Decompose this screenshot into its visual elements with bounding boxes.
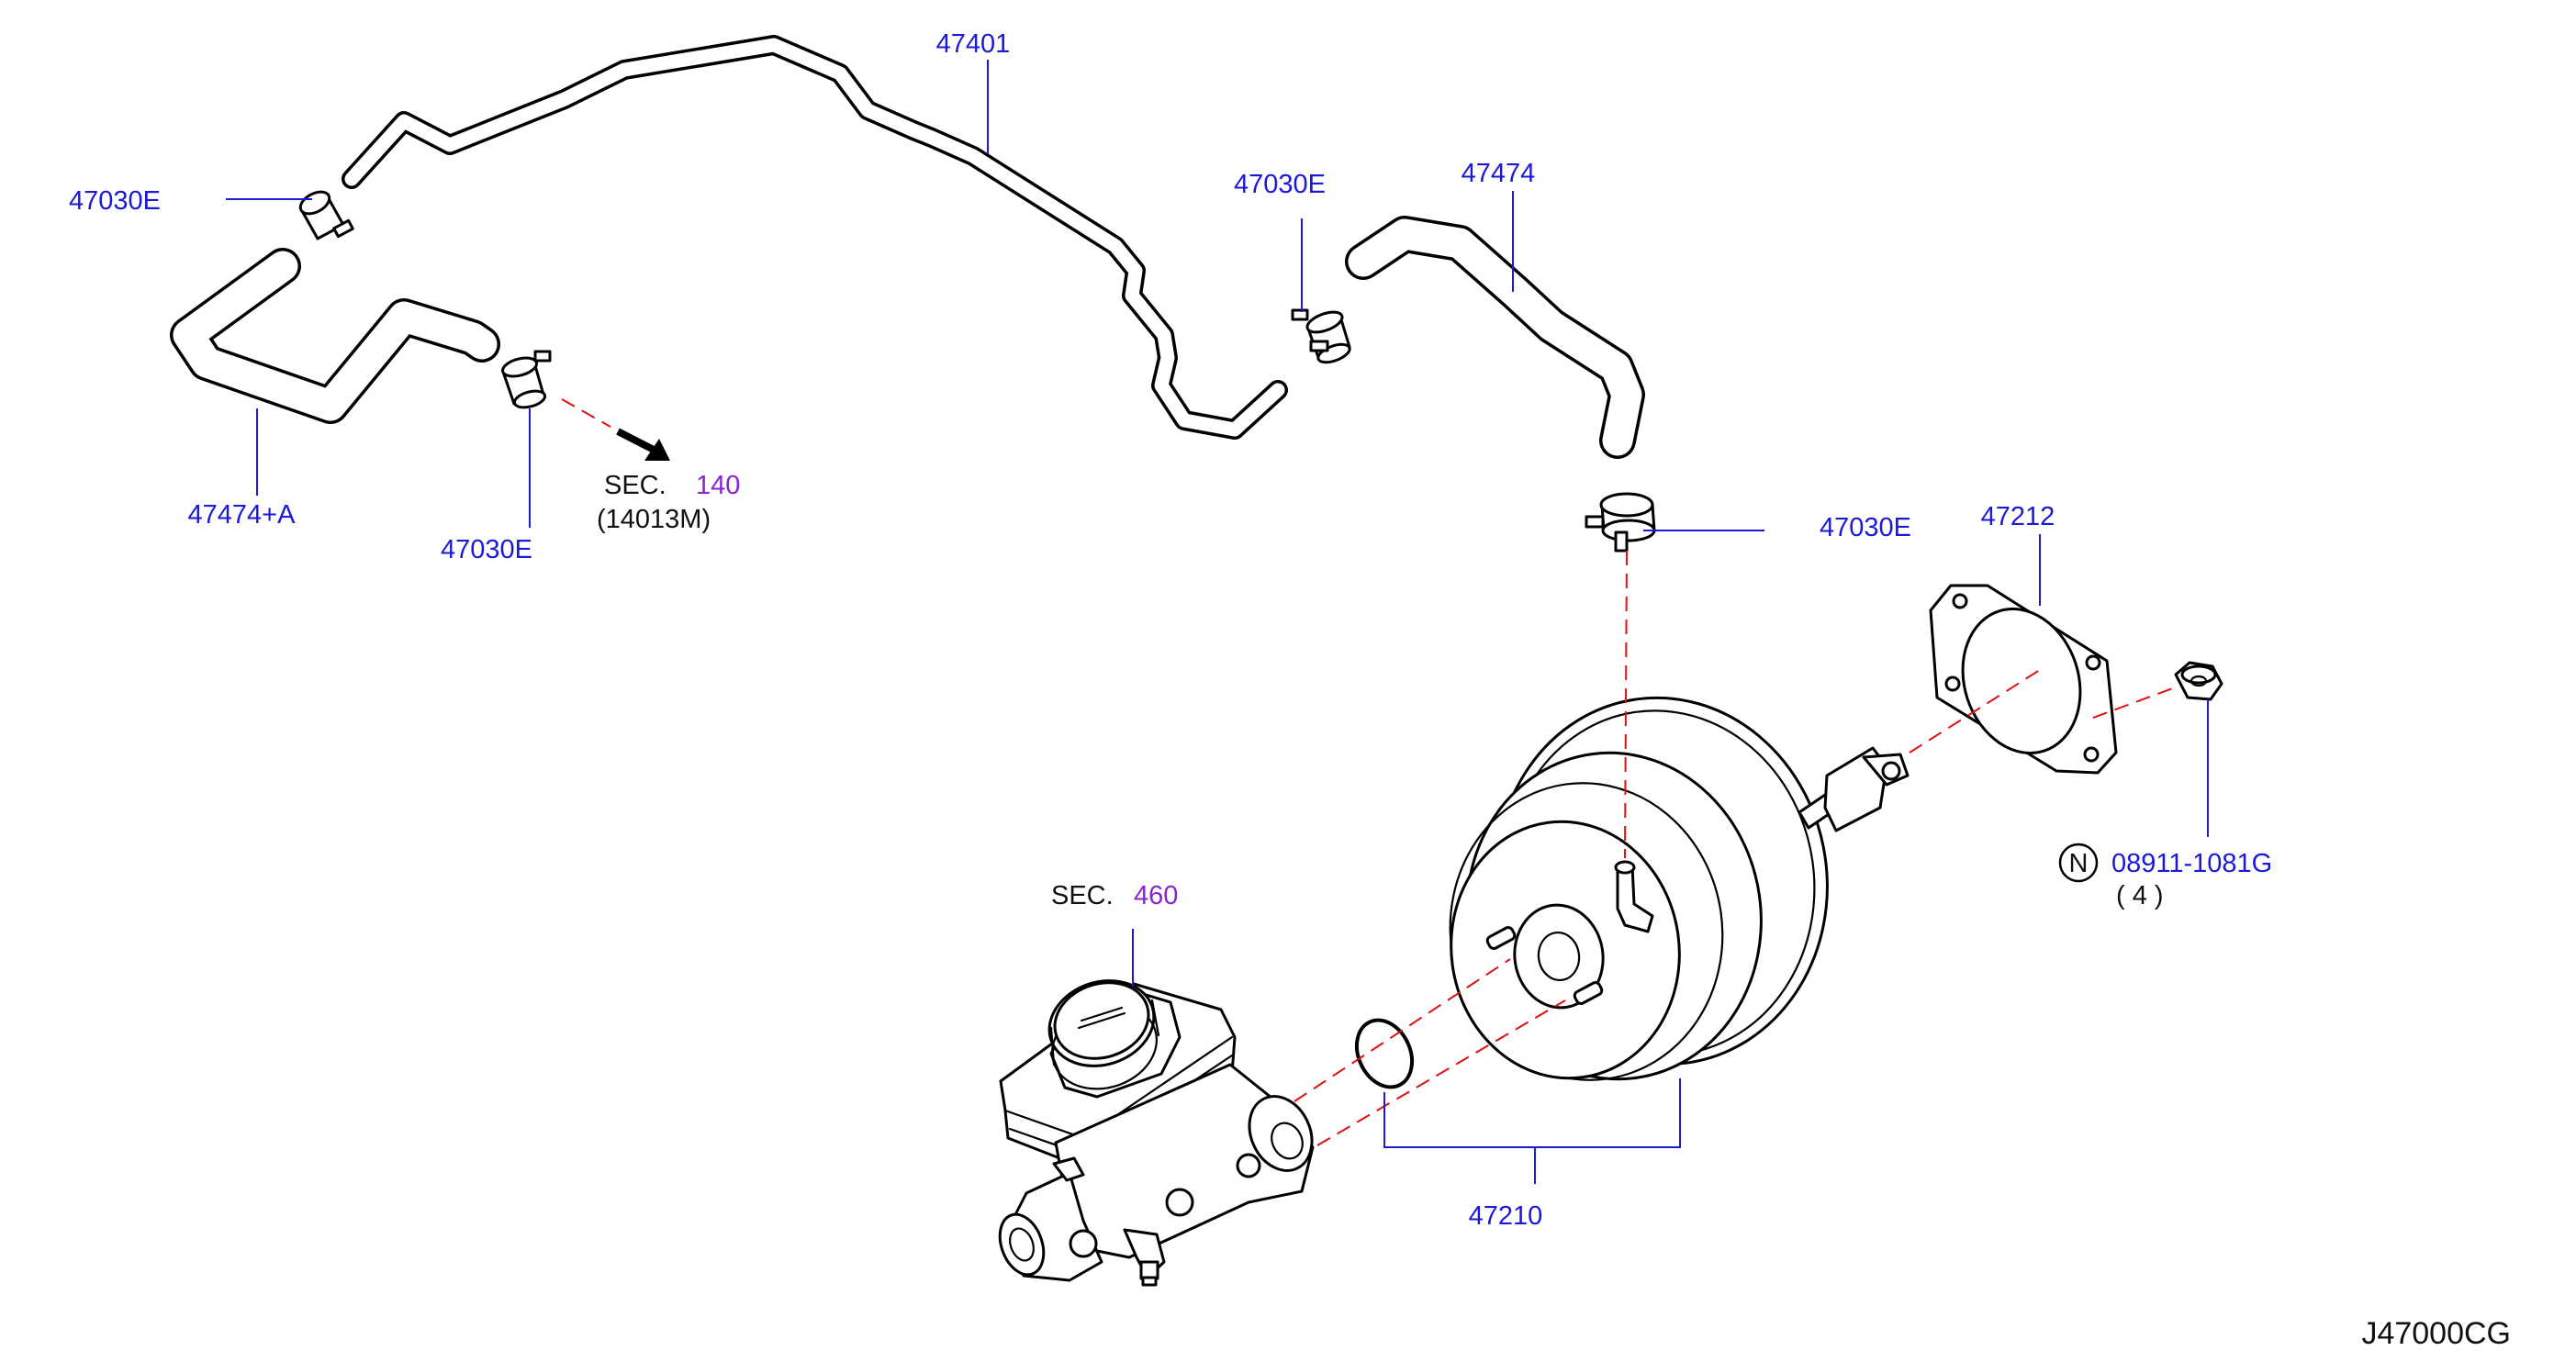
label-47210: 47210 [1469,1201,1543,1231]
label-47030e-top-left: 47030E [69,186,161,216]
assembly-dashed-lines [561,398,2178,1146]
label-47474-plus-a: 47474+A [188,500,297,530]
vacuum-hose-47401 [342,35,1288,440]
nut-symbol: N [2069,849,2089,878]
gasket [1929,584,2118,775]
clamp-47030e-top-left [298,190,354,240]
hose-47474-plus-a [170,248,500,424]
sec-460-prefix: SEC. [1051,881,1114,910]
label-47401: 47401 [936,29,1011,59]
diagram-code: J47000CG [2361,1316,2511,1351]
clamp-47030e-mid [1291,308,1351,364]
flange-nut [2174,661,2223,701]
nut-callout: N 08911-1081G ( 4 ) [2058,843,2272,910]
label-nut-qty: ( 4 ) [2116,881,2164,910]
sec-460-number: 460 [1134,881,1178,910]
sec-140-number: 140 [696,471,740,500]
label-47474: 47474 [1462,159,1536,188]
label-47030e-mid: 47030E [1234,170,1326,199]
sec-140-sub: (14013M) [597,505,711,534]
clamp-47030e-bottom-left [501,350,552,409]
label-08911-1081g: 08911-1081G [2111,849,2272,878]
o-ring [1354,1018,1415,1089]
label-47212: 47212 [1981,502,2055,531]
direction-arrow [616,428,670,461]
label-47030e-right: 47030E [1820,513,1911,542]
booster-pushrod-clevis [1798,746,1910,832]
sec-140-prefix: SEC. [604,471,666,500]
brake-booster [1449,696,1829,1081]
brake-master-cylinder [998,979,1315,1287]
leader-lines [226,60,2209,1184]
hose-47474 [1345,216,1645,459]
clamp-47030e-right [1585,492,1656,553]
label-47030e-bottom-left: 47030E [441,535,532,564]
